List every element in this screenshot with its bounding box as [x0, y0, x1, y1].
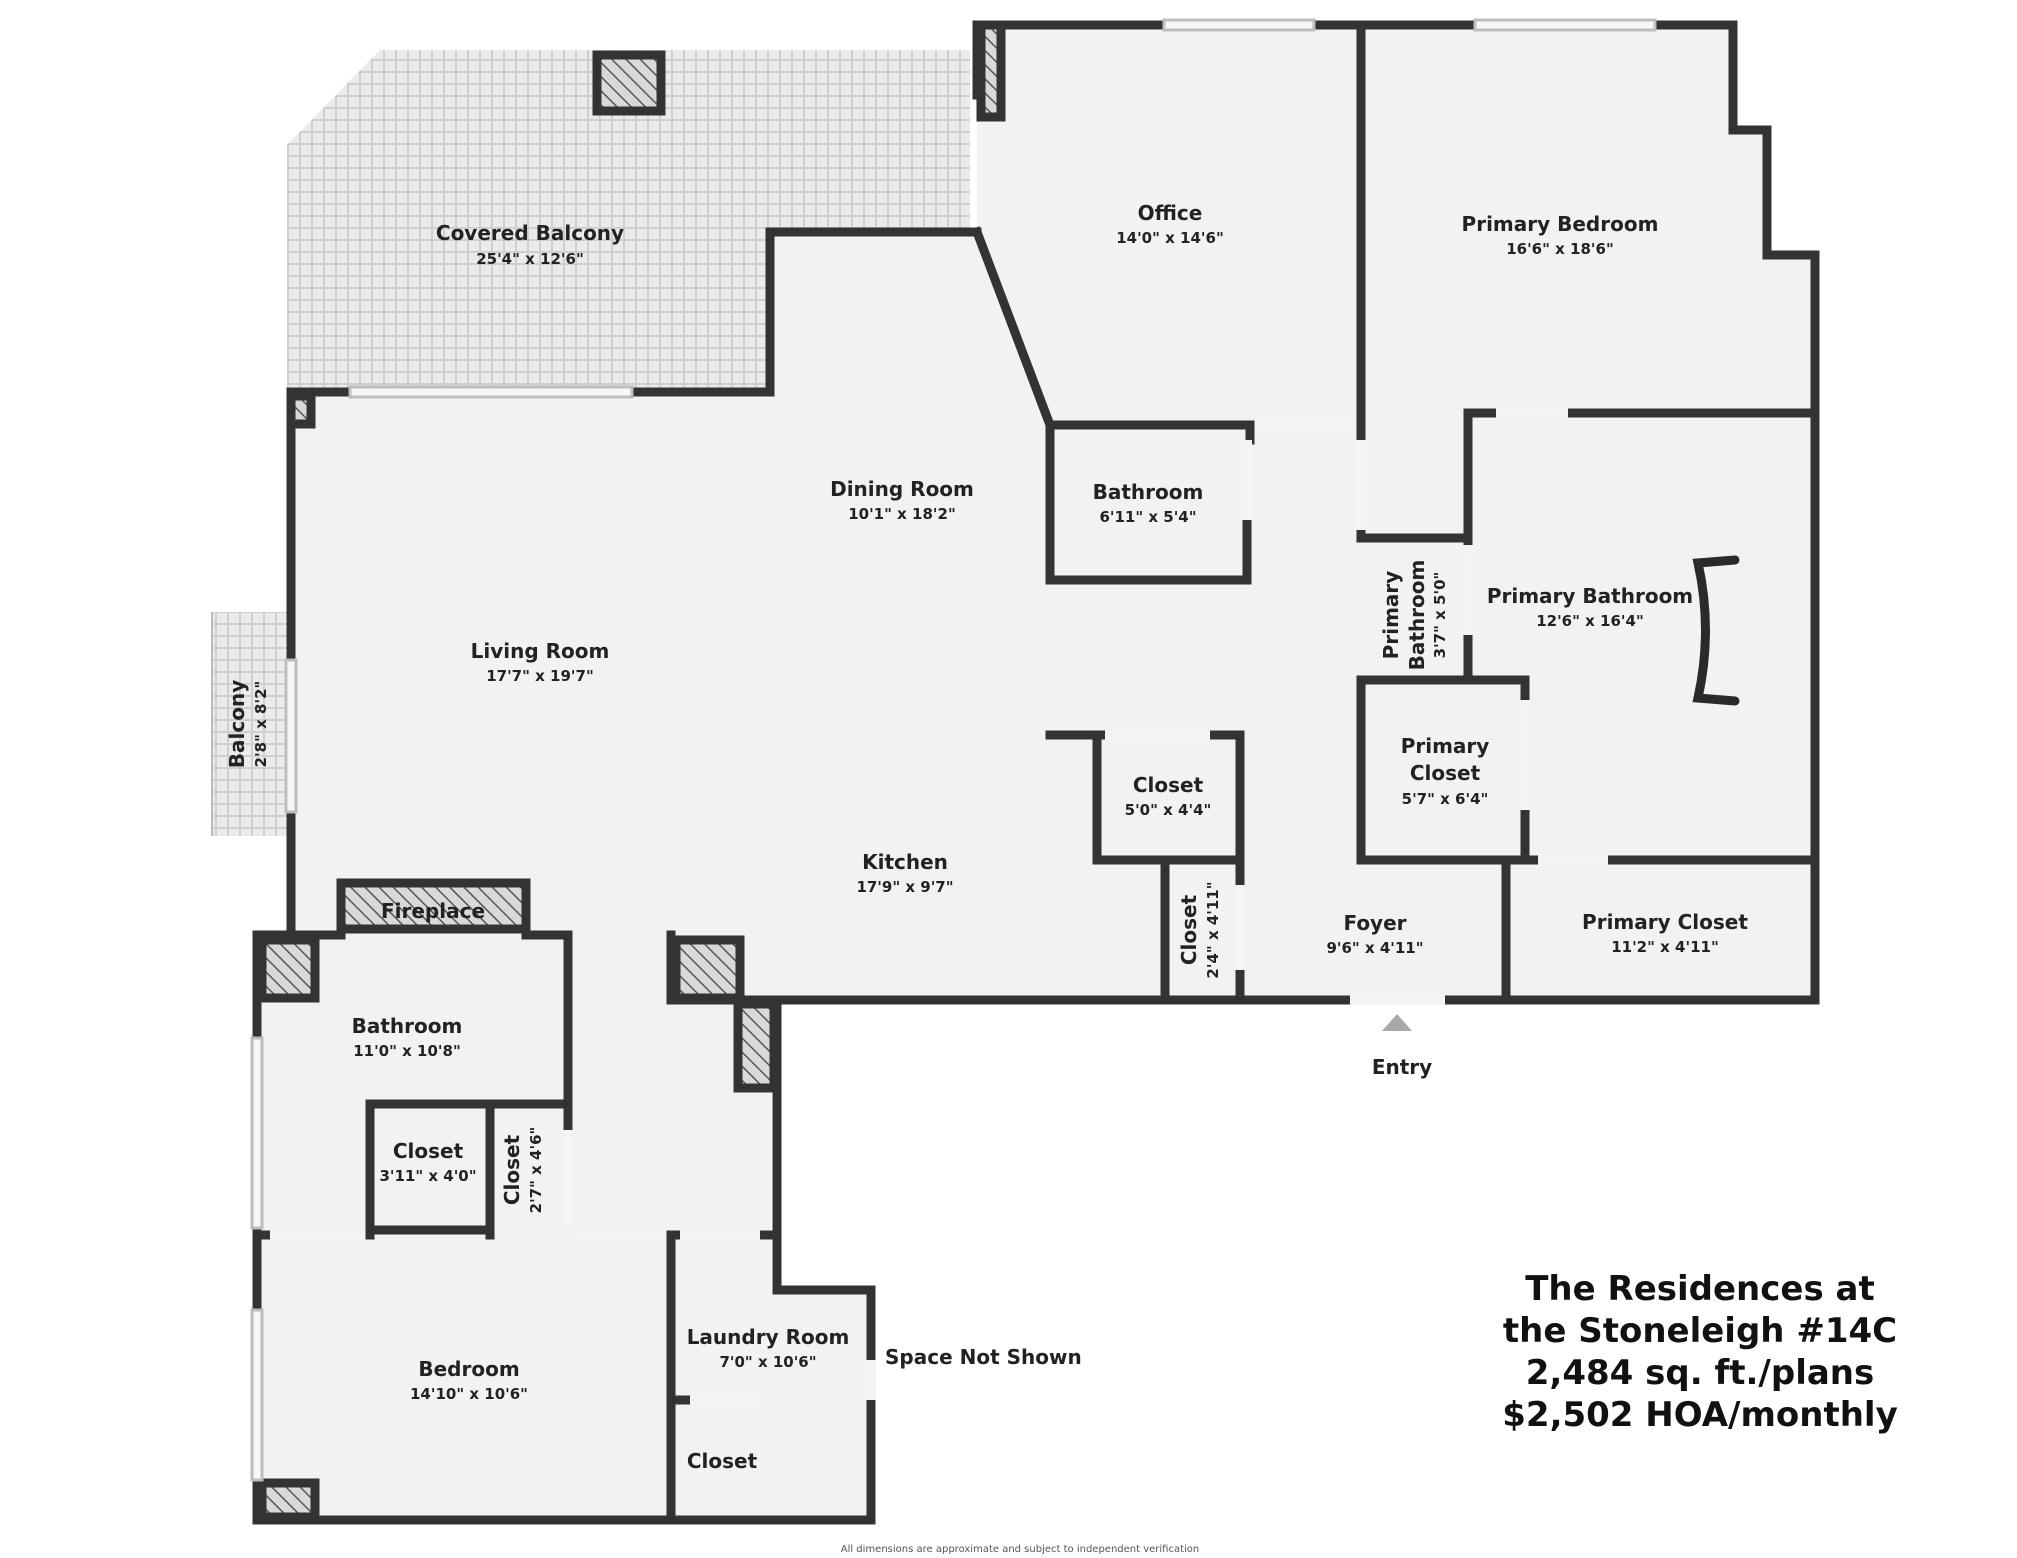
- primary-bathroom-small-name-1: Primary: [1379, 571, 1403, 660]
- covered-balcony-name: Covered Balcony: [436, 221, 624, 245]
- window-living-balcony: [348, 385, 634, 399]
- bathroom-hall-name: Bathroom: [1093, 480, 1204, 504]
- side-balcony-floor: [212, 612, 288, 836]
- disclaimer-text: All dimensions are approximate and subje…: [841, 1544, 1200, 1555]
- exterior-wall-balcony-side: [286, 227, 982, 940]
- bedroom-dim: 14'10" x 10'6": [410, 1385, 528, 1403]
- primary-bedroom-name: Primary Bedroom: [1462, 212, 1659, 236]
- primary-bathroom-dim: 12'6" x 16'4": [1536, 612, 1644, 630]
- office-name: Office: [1138, 201, 1203, 225]
- door-laundry-east: [866, 1360, 876, 1400]
- space-not-shown-label: Space Not Shown: [885, 1345, 1082, 1369]
- listing-info: The Residences at the Stoneleigh #14C 2,…: [1470, 1268, 1930, 1436]
- closet-center-name: Closet: [1133, 773, 1204, 797]
- entry-arrow-icon: [1382, 1014, 1412, 1031]
- door-laundry: [680, 1230, 760, 1240]
- kitchen-dim: 17'9" x 9'7": [856, 878, 953, 896]
- primary-bedroom-dim: 16'6" x 18'6": [1506, 240, 1614, 258]
- door-primary-bath-small: [1463, 545, 1473, 635]
- door-laundry-closet: [690, 1395, 760, 1405]
- primary-closet-lower-dim: 11'2" x 4'11": [1611, 938, 1719, 956]
- exterior-wall-south: [666, 930, 1820, 1005]
- column-laundry: [733, 999, 779, 1093]
- column-kitchen: [671, 935, 745, 1003]
- door-primary-closet-lower: [1538, 855, 1608, 865]
- closet-laundry-name: Closet: [687, 1449, 758, 1473]
- laundry-room-dim: 7'0" x 10'6": [719, 1353, 816, 1371]
- bedroom-name: Bedroom: [418, 1357, 519, 1381]
- window-living-west: [284, 658, 298, 814]
- wall-west-bathroom-east: [485, 930, 573, 1240]
- window-primary-bedroom: [1473, 18, 1657, 32]
- door-primary-bath: [1496, 408, 1568, 418]
- bathtub-icon: [1692, 555, 1740, 706]
- primary-closet-lower-name: Primary Closet: [1582, 910, 1748, 934]
- door-hall-bath: [1242, 440, 1252, 520]
- kitchen-name: Kitchen: [862, 850, 948, 874]
- window-office: [1162, 18, 1316, 32]
- primary-closet-upper-dim: 5'7" x 6'4": [1402, 790, 1489, 808]
- door-narrow-closet: [1235, 885, 1245, 970]
- living-room-name: Living Room: [471, 639, 610, 663]
- foyer-name: Foyer: [1343, 911, 1406, 935]
- balcony-dim: 2'8" x 8'2": [252, 681, 270, 768]
- listing-info-line-3: 2,484 sq. ft./plans: [1525, 1353, 1875, 1393]
- living-room-dim: 17'7" x 19'7": [486, 667, 594, 685]
- wall-narrow-closet: [1160, 855, 1245, 1005]
- dining-room-dim: 10'1" x 18'2": [848, 505, 956, 523]
- exterior-wall-southwest: [252, 1030, 876, 1525]
- wall-west-closet-a: [365, 1099, 495, 1240]
- door-west-closet-b: [563, 1130, 573, 1225]
- closet-west-a-name: Closet: [393, 1139, 464, 1163]
- office-dim: 14'0" x 14'6": [1116, 229, 1224, 247]
- entry-label: Entry: [1372, 1055, 1432, 1079]
- interior-floor: [257, 25, 1815, 1520]
- door-office: [1255, 420, 1355, 430]
- bathroom-hall-dim: 6'11" x 5'4": [1099, 508, 1196, 526]
- closet-narrow-name: Closet: [1177, 894, 1201, 965]
- bathroom-west-dim: 11'0" x 10'8": [353, 1042, 461, 1060]
- exterior-wall-north: [972, 20, 1820, 1005]
- door-west-bath-hall: [575, 1230, 665, 1240]
- primary-bathroom-small-name-2: Bathroom: [1405, 560, 1429, 671]
- closet-center-dim: 5'0" x 4'4": [1125, 801, 1212, 819]
- fireplace-box: [336, 878, 531, 934]
- laundry-room-name: Laundry Room: [687, 1325, 850, 1349]
- covered-balcony-dim: 25'4" x 12'6": [476, 250, 584, 268]
- closet-narrow-dim: 2'4" x 4'11": [1204, 881, 1222, 978]
- window-bath-west: [250, 1036, 264, 1230]
- exterior-wall-laundry: [772, 995, 876, 1365]
- covered-balcony-floor: [287, 50, 970, 392]
- listing-info-line-4: $2,502 HOA/monthly: [1502, 1395, 1898, 1435]
- foyer-dim: 9'6" x 4'11": [1326, 939, 1423, 957]
- listing-info-line-2: the Stoneleigh #14C: [1502, 1311, 1898, 1351]
- door-primary-hall: [1356, 440, 1366, 530]
- column-west-bath: [257, 935, 320, 1003]
- primary-bathroom-small-dim: 3'7" x 5'0": [1431, 572, 1449, 659]
- door-primary-closet-upper: [1520, 700, 1530, 810]
- door-center-closet: [1105, 730, 1210, 740]
- column-office-corner: [976, 20, 1006, 122]
- dining-room-name: Dining Room: [830, 477, 974, 501]
- listing-info-line-1: The Residences at: [1525, 1269, 1875, 1309]
- closet-west-b-dim: 2'7" x 4'6": [527, 1127, 545, 1214]
- primary-closet-upper-name-2: Closet: [1410, 761, 1481, 785]
- column-balcony: [592, 50, 666, 116]
- primary-bathroom-name: Primary Bathroom: [1487, 584, 1693, 608]
- door-west-bedroom: [270, 1230, 365, 1240]
- closet-west-a-dim: 3'11" x 4'0": [379, 1167, 476, 1185]
- bathroom-west-name: Bathroom: [352, 1014, 463, 1038]
- column-living-corner: [286, 391, 316, 429]
- fireplace-name: Fireplace: [381, 899, 485, 923]
- wall-bathroom-hall: [1045, 420, 1252, 585]
- window-bedroom-west: [250, 1308, 264, 1482]
- balcony-name: Balcony: [225, 680, 249, 768]
- column-bedroom: [257, 1478, 320, 1522]
- primary-closet-upper-name-1: Primary: [1401, 734, 1490, 758]
- door-entry: [1350, 995, 1445, 1005]
- closet-west-b-name: Closet: [500, 1134, 524, 1205]
